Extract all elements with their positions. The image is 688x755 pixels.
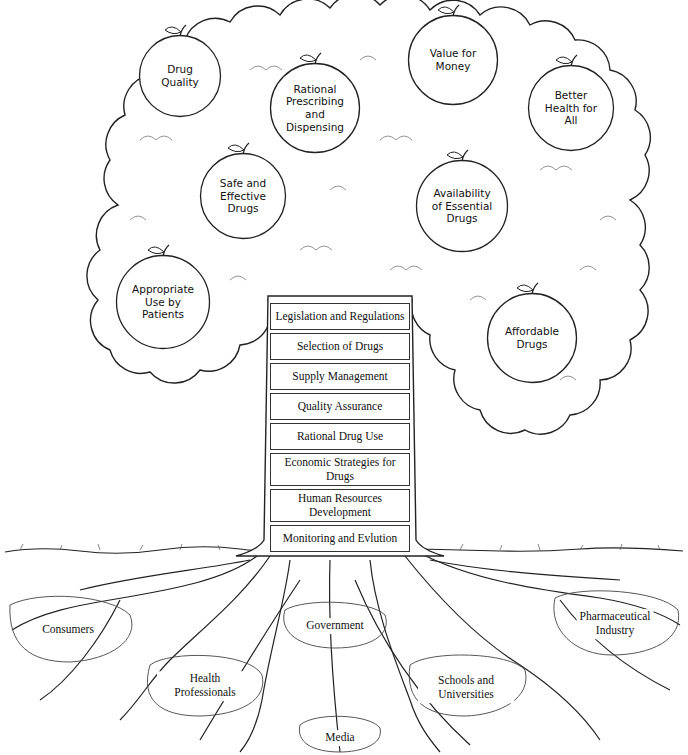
root-label: Health Professionals <box>157 671 253 701</box>
root-label: Schools and Universities <box>418 673 514 703</box>
trunk-band: Selection of Drugs <box>270 333 410 360</box>
band-label: Selection of Drugs <box>293 340 387 353</box>
trunk-band: Monitoring and Evlution <box>270 525 410 552</box>
trunk-band: Quality Assurance <box>270 393 410 420</box>
trunk-band: Economic Strategies for Drugs <box>270 453 410 486</box>
apple-circle: Availability of Essential Drugs <box>415 159 509 253</box>
trunk-band: Human Resources Development <box>270 489 410 522</box>
apple-label: Availability of Essential Drugs <box>428 187 496 225</box>
apple-circle: Affordable Drugs <box>486 292 578 384</box>
trunk-band: Rational Drug Use <box>270 423 410 450</box>
band-label: Legislation and Regulations <box>271 310 408 323</box>
apple-circle: Value for Money <box>407 14 499 106</box>
band-label: Rational Drug Use <box>293 430 387 443</box>
band-label: Economic Strategies for Drugs <box>271 456 409 482</box>
trunk-band: Legislation and Regulations <box>270 303 410 330</box>
root-label: Consumers <box>39 622 97 638</box>
root-label: Government <box>303 618 366 634</box>
band-label: Quality Assurance <box>294 400 387 413</box>
trunk-band: Supply Management <box>270 363 410 390</box>
apple-circle: Safe and Effective Drugs <box>199 152 287 240</box>
apple-circle: Appropriate Use by Patients <box>115 254 211 350</box>
apple-label: Safe and Effective Drugs <box>211 177 275 215</box>
root-label: Media <box>322 730 357 746</box>
apple-label: Drug Quality <box>150 63 211 88</box>
root-label: Pharmaceutical Industry <box>577 609 654 639</box>
apple-circle: Rational Prescribing and Dispensing <box>269 62 361 154</box>
apple-label: Better Health for All <box>539 89 603 127</box>
apple-label: Rational Prescribing and Dispensing <box>282 83 349 133</box>
band-label: Monitoring and Evlution <box>279 532 401 545</box>
apple-label: Appropriate Use by Patients <box>128 283 198 321</box>
apple-circle: Drug Quality <box>138 34 222 118</box>
band-label: Human Resources Development <box>271 492 409 518</box>
band-label: Supply Management <box>288 370 392 383</box>
apple-circle: Better Health for All <box>527 64 615 152</box>
apple-label: Value for Money <box>420 47 487 72</box>
apple-label: Affordable Drugs <box>499 325 566 350</box>
